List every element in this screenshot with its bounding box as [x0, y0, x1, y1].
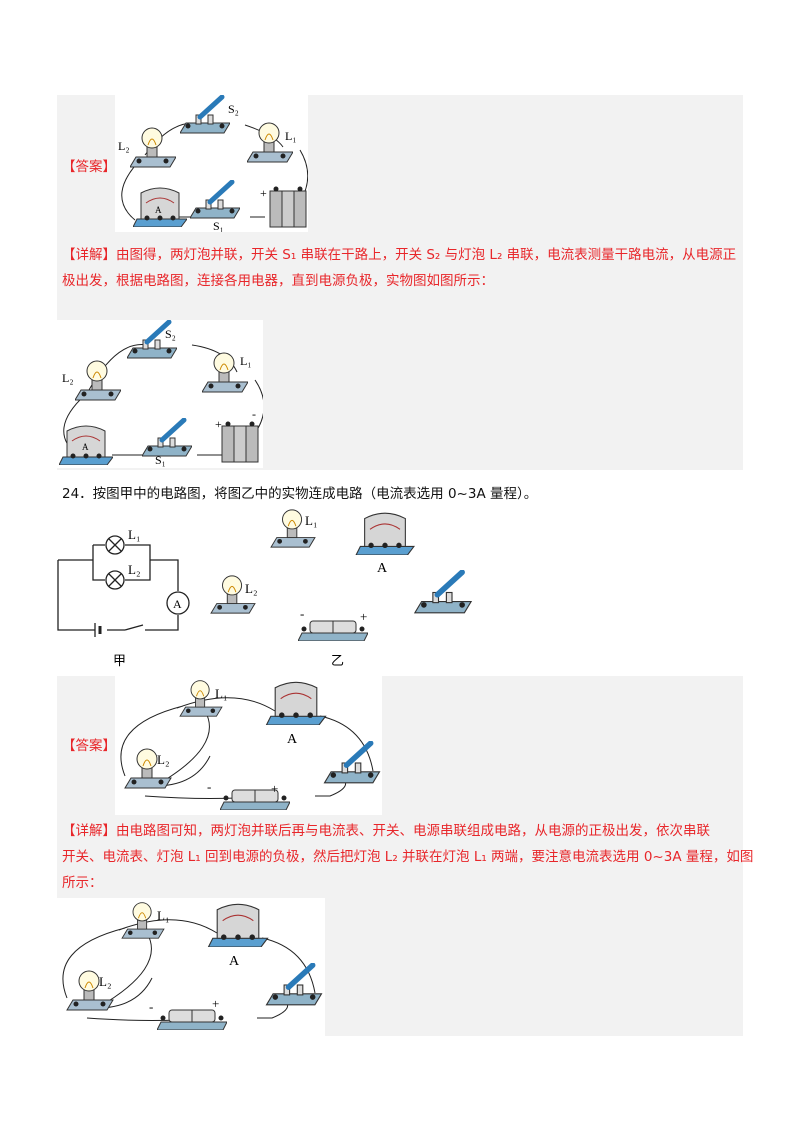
- label-l2: L₂: [157, 752, 169, 767]
- label-minus: -: [252, 407, 256, 421]
- detail-label: 【详解】: [62, 823, 116, 839]
- label-plus: +: [271, 781, 278, 796]
- label-minus: -: [207, 779, 211, 794]
- label-l2: L₂: [128, 562, 140, 577]
- q23-answer-label: 【答案】: [62, 159, 116, 175]
- caption-jia: 甲: [113, 653, 126, 668]
- label-l1: L₁: [285, 129, 297, 143]
- label-l1: L₁: [215, 686, 227, 701]
- label-s2: S₂: [228, 102, 239, 116]
- label-plus: +: [215, 417, 222, 431]
- label-s1: S₁: [213, 219, 224, 232]
- label-ammeter: A: [173, 597, 182, 611]
- q23-solution-circuit-image: S₂ L₂ L₁ S₁ + - A: [57, 320, 265, 468]
- label-minus: -: [149, 999, 153, 1014]
- label-l2: L₂: [118, 139, 130, 153]
- detail-line-1: 【详解】由电路图可知，两灯泡并联后再与电流表、开关、电源串联组成电路，从电源的正…: [62, 818, 747, 844]
- q24-solution-circuit-image: L₁ L₂ A - +: [57, 898, 325, 1036]
- label-plus: +: [260, 186, 267, 200]
- label-s2: S₂: [165, 327, 176, 341]
- label-ammeter: A: [229, 954, 240, 969]
- label-l1: L₁: [157, 908, 169, 923]
- caption-yi: 乙: [331, 653, 344, 668]
- detail-text-2: 开关、电流表、灯泡 L₁ 回到电源的负极，然后把灯泡 L₂ 并联在灯泡 L₁ 两…: [62, 849, 754, 865]
- label-ammeter: A: [82, 442, 89, 452]
- q24-question: 24．按图甲中的电路图，将图乙中的实物连成电路（电流表选用 0~3A 量程）。: [62, 486, 538, 502]
- label-minus: -: [300, 606, 304, 621]
- label-l1: L₁: [305, 513, 317, 528]
- q24-answer-circuit-image: L₁ L₂ A - +: [115, 676, 382, 815]
- label-ammeter: A: [155, 205, 162, 215]
- detail-text-2: 极出发，根据电路图，连接各用电器，直到电源负极，实物图如图所示：: [62, 273, 494, 289]
- label-l2: L₂: [245, 581, 257, 596]
- q24-answer-label: 【答案】: [62, 738, 116, 754]
- detail-line-1: 【详解】由图得，两灯泡并联，开关 S₁ 串联在干路上，开关 S₂ 与灯泡 L₂ …: [62, 242, 742, 268]
- q23-detail: 【详解】由图得，两灯泡并联，开关 S₁ 串联在干路上，开关 S₂ 与灯泡 L₂ …: [62, 242, 742, 294]
- physical-components-yi: [210, 509, 471, 641]
- label-ammeter: A: [377, 561, 388, 576]
- label-ammeter: A: [287, 732, 298, 747]
- label-s1: S₁: [155, 453, 166, 467]
- label-l1: L₁: [240, 354, 252, 368]
- q23-answer-circuit-image: S₂ L₂ L₁ S₁ + A: [115, 95, 309, 233]
- label-l1: L₁: [128, 527, 140, 542]
- detail-label: 【详解】: [62, 247, 116, 263]
- label-l2: L₂: [62, 371, 74, 385]
- detail-text-1: 由电路图可知，两灯泡并联后再与电流表、开关、电源串联组成电路，从电源的正极出发，…: [116, 823, 710, 839]
- label-plus: +: [360, 609, 367, 624]
- label-l2: L₂: [99, 974, 111, 989]
- circuit-diagram-jia: [57, 535, 190, 637]
- q24-detail: 【详解】由电路图可知，两灯泡并联后再与电流表、开关、电源串联组成电路，从电源的正…: [62, 818, 754, 896]
- detail-text-3: 所示：: [62, 875, 103, 891]
- q24-figures: L₁ L₂ A 甲 L₁ L₂ A - + 乙: [57, 509, 485, 668]
- label-plus: +: [212, 996, 219, 1011]
- detail-text-1: 由图得，两灯泡并联，开关 S₁ 串联在干路上，开关 S₂ 与灯泡 L₂ 串联，电…: [116, 247, 737, 263]
